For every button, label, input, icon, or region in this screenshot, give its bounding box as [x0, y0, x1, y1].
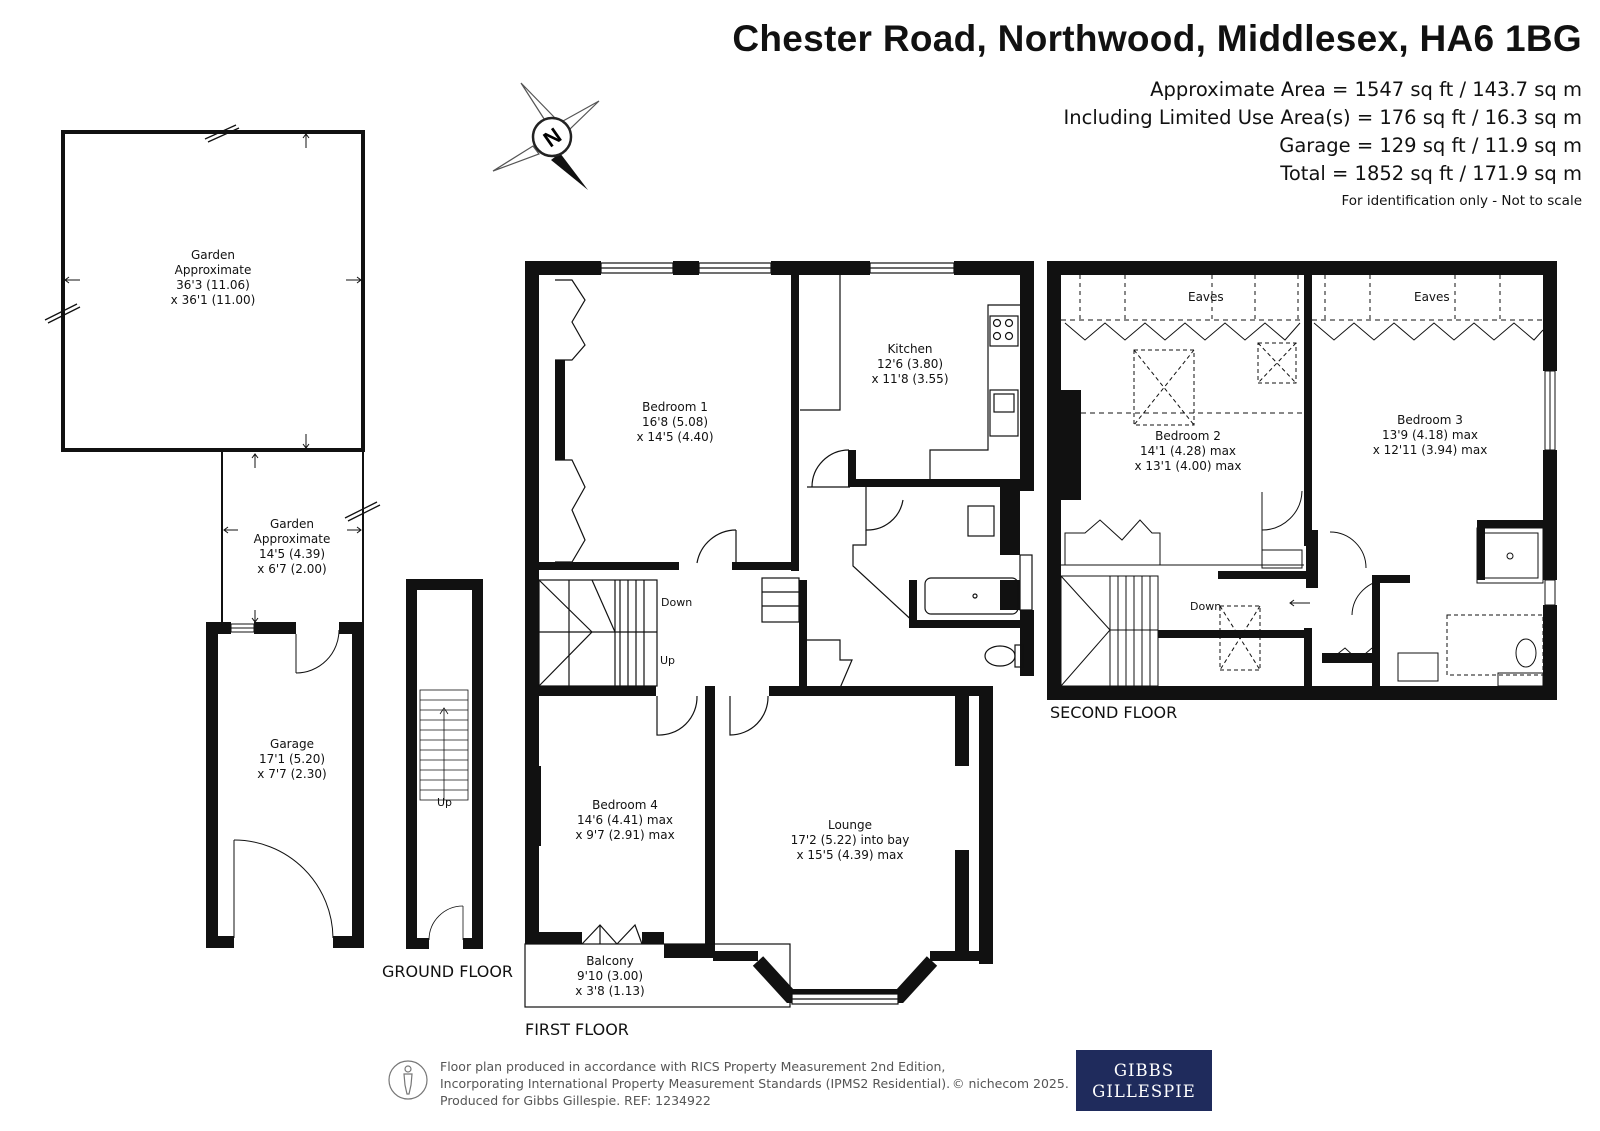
second-floor-details — [1060, 275, 1556, 687]
room-garden-small: Garden Approximate 14'5 (4.39) x 6'7 (2.… — [253, 517, 331, 576]
first-stairs-down-label: Down — [661, 596, 693, 609]
footer-text: Floor plan produced in accordance with R… — [440, 1058, 1069, 1109]
ground-stairs — [419, 689, 469, 941]
room-balcony: Balcony 9'10 (3.00) x 3'8 (1.13) — [575, 954, 645, 998]
room-bedroom-1: Bedroom 1 16'8 (5.08) x 14'5 (4.40) — [636, 400, 714, 444]
first-floor-details — [524, 262, 1033, 1008]
eaves-left-label: Eaves — [1188, 290, 1224, 304]
limited-use-area: Including Limited Use Area(s) = 176 sq f… — [1063, 106, 1582, 129]
property-address-title: Chester Road, Northwood, Middlesex, HA6 … — [732, 18, 1582, 59]
copyright-text: © nichecom 2025. — [952, 1076, 1069, 1091]
approximate-area: Approximate Area = 1547 sq ft / 143.7 sq… — [1150, 78, 1582, 101]
room-kitchen: Kitchen 12'6 (3.80) x 11'8 (3.55) — [871, 342, 949, 386]
person-icon — [388, 1060, 428, 1100]
second-floor-label: SECOND FLOOR — [1050, 703, 1178, 722]
area-summary: Approximate Area = 1547 sq ft / 143.7 sq… — [1063, 76, 1582, 214]
garden-arrows — [64, 133, 362, 623]
total-area: Total = 1852 sq ft / 171.9 sq m — [1280, 162, 1582, 185]
second-stairs-down-label: Down — [1190, 600, 1222, 613]
footer-line-2: Incorporating International Property Mea… — [440, 1076, 951, 1091]
room-bedroom-4: Bedroom 4 14'6 (4.41) max x 9'7 (2.91) m… — [575, 798, 675, 842]
footer-line-1: Floor plan produced in accordance with R… — [440, 1059, 946, 1074]
ground-floor-label: GROUND FLOOR — [382, 962, 514, 981]
room-bedroom-2: Bedroom 2 14'1 (4.28) max x 13'1 (4.00) … — [1134, 429, 1242, 473]
room-bedroom-3: Bedroom 3 13'9 (4.18) max x 12'11 (3.94)… — [1372, 413, 1488, 457]
room-lounge: Lounge 17'2 (5.22) into bay x 15'5 (4.39… — [790, 818, 910, 862]
gibbs-gillespie-logo: GIBBS GILLESPIE — [1076, 1050, 1212, 1111]
footer-line-3: Produced for Gibbs Gillespie. REF: 12349… — [440, 1093, 711, 1108]
eaves-right-label: Eaves — [1414, 290, 1450, 304]
compass-north-icon: N — [492, 82, 600, 190]
first-stairs-up-label: Up — [660, 654, 676, 667]
garage-area: Garage = 129 sq ft / 11.9 sq m — [1279, 134, 1582, 157]
scale-note: For identification only - Not to scale — [1341, 193, 1582, 209]
second-floor-walls — [1047, 261, 1557, 700]
room-garden-large: Garden Approximate 36'3 (11.06) x 36'1 (… — [170, 248, 256, 307]
ground-hall-walls — [406, 579, 483, 949]
ground-stairs-up-label: Up — [437, 796, 453, 809]
first-floor-label: FIRST FLOOR — [525, 1020, 629, 1039]
room-garage: Garage 17'1 (5.20) x 7'7 (2.30) — [257, 737, 327, 781]
ground-floor-outline — [44, 124, 381, 624]
first-floor-walls — [525, 261, 1034, 964]
garage-walls — [206, 622, 364, 948]
garage-details — [230, 623, 340, 939]
